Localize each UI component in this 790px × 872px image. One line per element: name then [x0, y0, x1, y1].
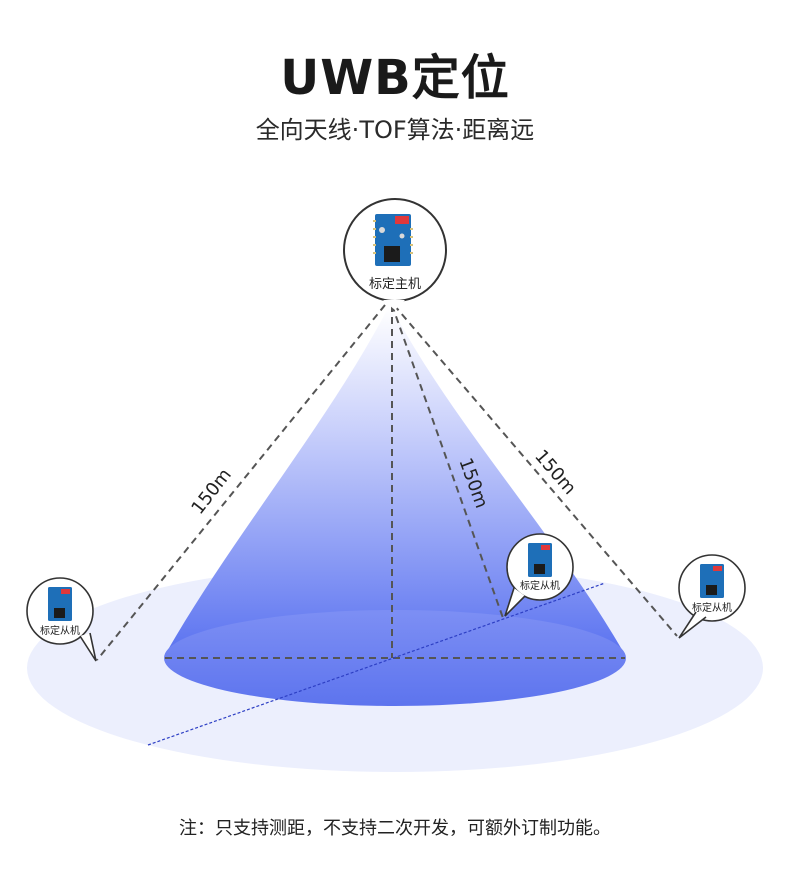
- slave-label-right: 标定从机: [692, 601, 732, 614]
- page-title: UWB定位: [280, 50, 510, 106]
- dash-line-left: [96, 304, 386, 661]
- dash-line-center: [391, 304, 504, 619]
- axis-line: [147, 582, 606, 746]
- slave-node-right: 标定从机: [678, 554, 746, 639]
- slave-label-left: 标定从机: [40, 624, 80, 637]
- slave-node-left: 标定从机: [26, 577, 97, 662]
- uwb-module-icon: [373, 214, 413, 266]
- uwb-module-icon: [48, 587, 72, 621]
- uwb-module-icon: [700, 564, 724, 598]
- dash-line-right: [393, 304, 678, 637]
- uwb-module-icon: [528, 543, 552, 577]
- distance-label-left: 150m: [187, 465, 235, 519]
- footer-note: 注：只支持测距，不支持二次开发，可额外订制功能。: [179, 818, 611, 839]
- page-subtitle: 全向天线·TOF算法·距离远: [255, 116, 535, 144]
- master-node: 标定主机: [343, 198, 447, 310]
- slave-label-center: 标定从机: [520, 579, 560, 592]
- slave-node-center: 标定从机: [504, 533, 574, 617]
- master-label: 标定主机: [369, 277, 421, 292]
